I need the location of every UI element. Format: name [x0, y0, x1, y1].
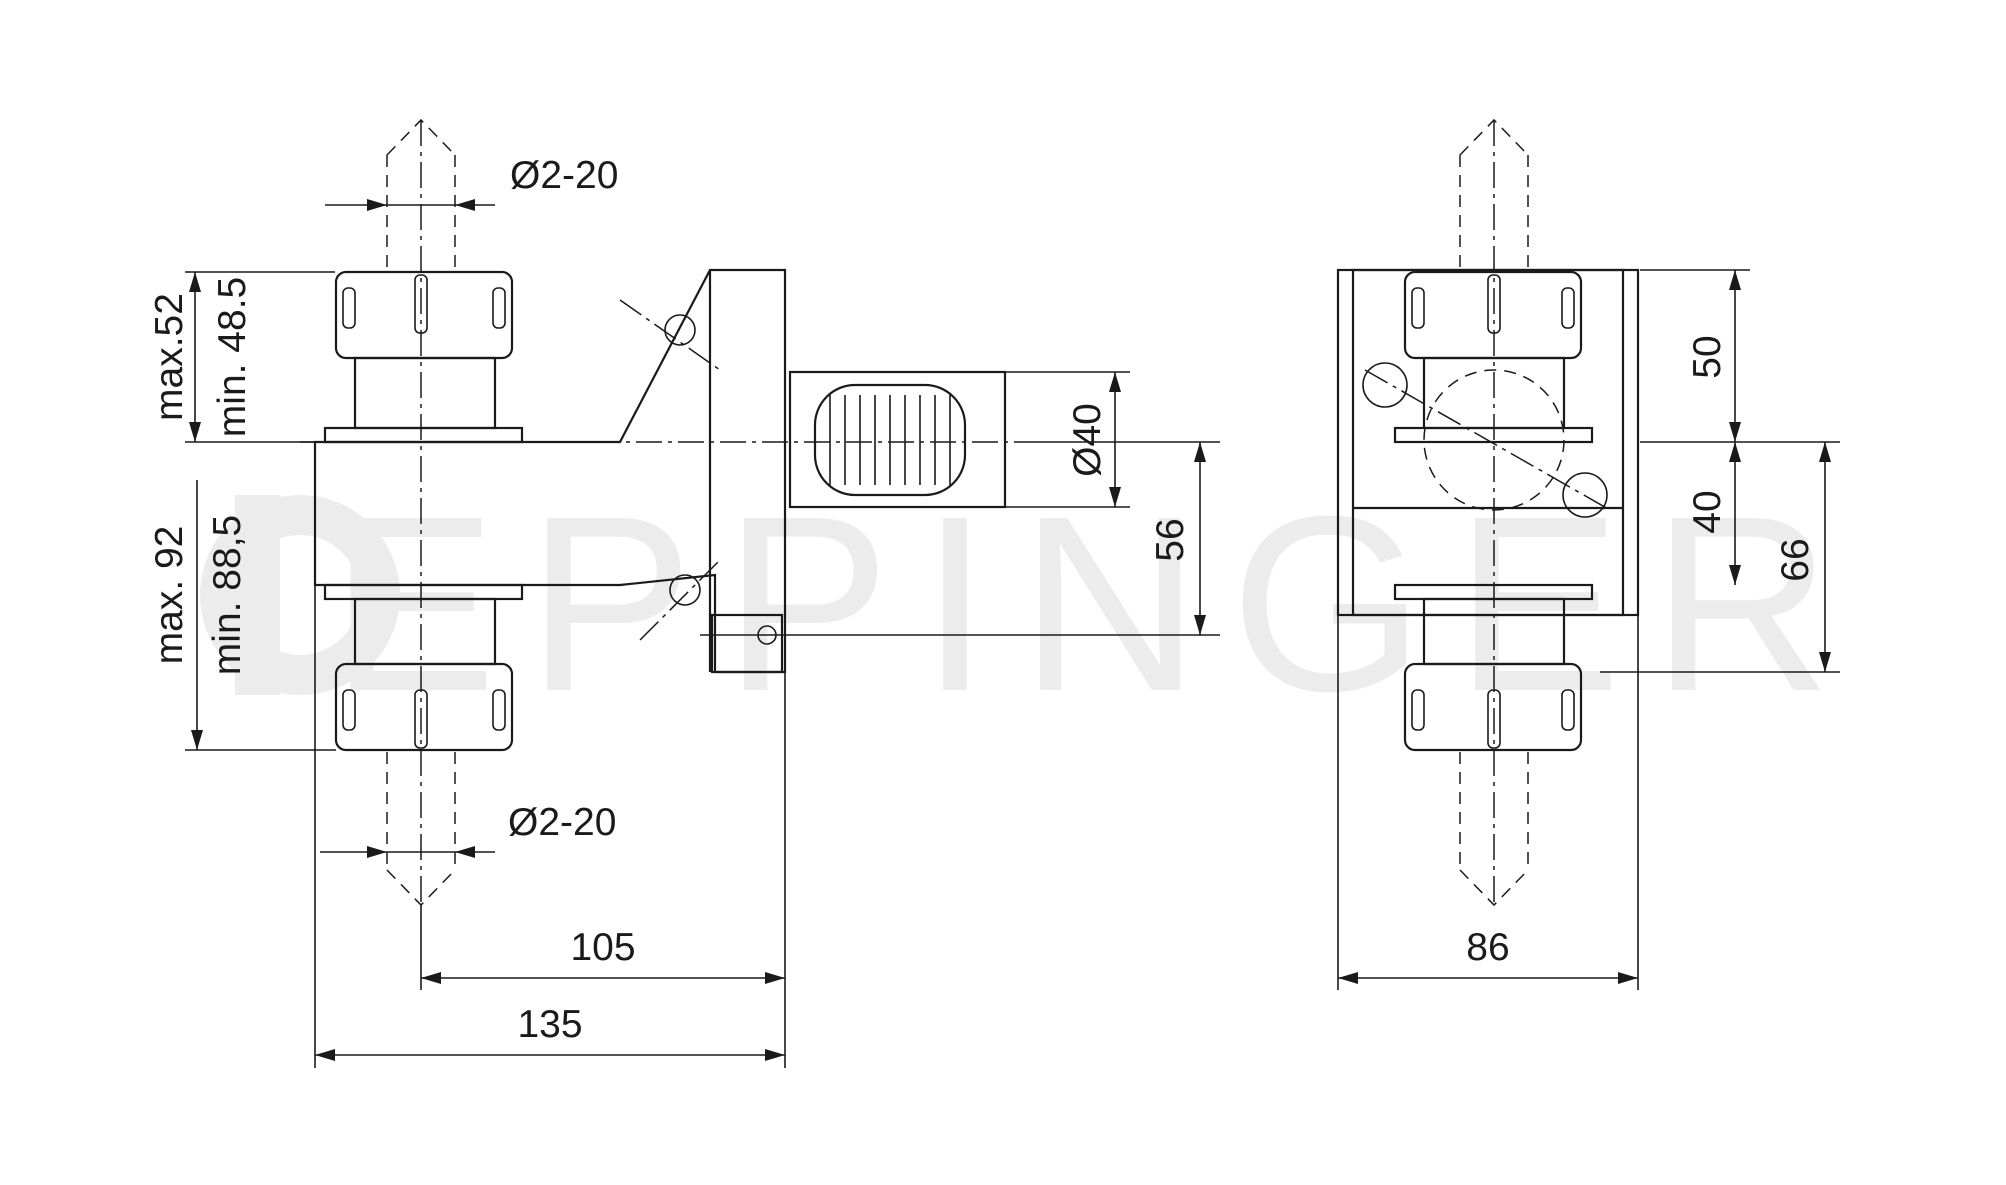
- dim-top-diameter: Ø2-20: [510, 154, 618, 197]
- dim-40: 40: [1686, 490, 1729, 533]
- dim-86: 86: [1466, 926, 1509, 969]
- watermark-text: EPPINGER: [330, 464, 1862, 743]
- dim-135: 135: [517, 1003, 582, 1046]
- front-view: [1336, 118, 1640, 907]
- dim-max-52: max.52: [148, 293, 191, 421]
- dim-66: 66: [1774, 538, 1817, 581]
- side-view: [300, 118, 1040, 907]
- dim-105: 105: [570, 926, 635, 969]
- dim-min-48-5: min. 48.5: [211, 277, 254, 437]
- watermark-logo: EPPINGER: [200, 464, 1862, 743]
- dim-56: 56: [1149, 518, 1192, 561]
- dim-min-88-5: min. 88,5: [206, 515, 249, 675]
- dim-shank-diameter: Ø40: [1066, 403, 1109, 477]
- dim-50: 50: [1686, 335, 1729, 378]
- dim-bottom-diameter: Ø2-20: [508, 801, 616, 844]
- dim-max-92: max. 92: [148, 526, 191, 665]
- front-view-dimensions: 86 50 40 66: [1337, 269, 1840, 990]
- side-view-dimensions: Ø2-20 Ø2-20 max.52 min. 48.5 max. 92 min…: [148, 154, 1220, 1068]
